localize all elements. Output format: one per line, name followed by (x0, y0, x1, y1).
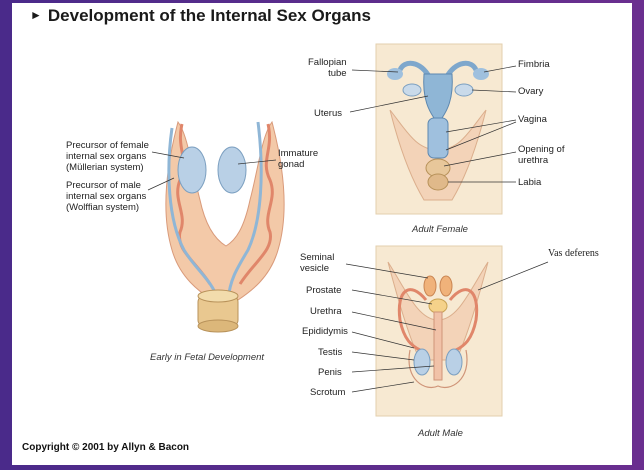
label-penis: Penis (318, 367, 342, 378)
male-illustration (345, 245, 549, 417)
title-text: Development of the Internal Sex Organs (47, 6, 371, 25)
label-vas-deferens: Vas deferens (548, 248, 599, 259)
label-fallopian-tube: Fallopian tube (308, 57, 347, 79)
slide (12, 3, 632, 465)
label-opening-of-urethra: Opening of urethra (518, 144, 565, 166)
label-fimbria: Fimbria (518, 59, 550, 70)
caption-adult-female: Adult Female (412, 224, 468, 235)
label-scrotum: Scrotum (310, 387, 346, 398)
label-labia: Labia (518, 177, 542, 188)
slide-title: ► Development of the Internal Sex Organs (30, 6, 371, 26)
caption-adult-male: Adult Male (418, 428, 463, 439)
label-epididymis: Epididymis (302, 326, 348, 337)
label-testis: Testis (318, 347, 343, 358)
label-seminal-vesicle: Seminal vesicle (300, 252, 335, 274)
bullet-icon: ► (30, 8, 42, 22)
label-urethra: Urethra (310, 306, 342, 317)
copyright-notice: Copyright © 2001 by Allyn & Bacon (22, 442, 190, 453)
label-ovary: Ovary (518, 86, 544, 97)
label-prostate: Prostate (306, 285, 342, 296)
label-wolffian-system: Precursor of male internal sex organs (W… (66, 180, 147, 213)
label-immature-gonad: Immature gonad (278, 148, 319, 170)
label-uterus: Uterus (314, 108, 342, 119)
label-mullerian-system: Precursor of female internal sex organs … (66, 140, 149, 173)
label-vagina: Vagina (518, 114, 547, 125)
female-illustration (349, 43, 517, 215)
caption-fetal: Early in Fetal Development (150, 352, 265, 363)
fetal-illustration (147, 120, 285, 333)
